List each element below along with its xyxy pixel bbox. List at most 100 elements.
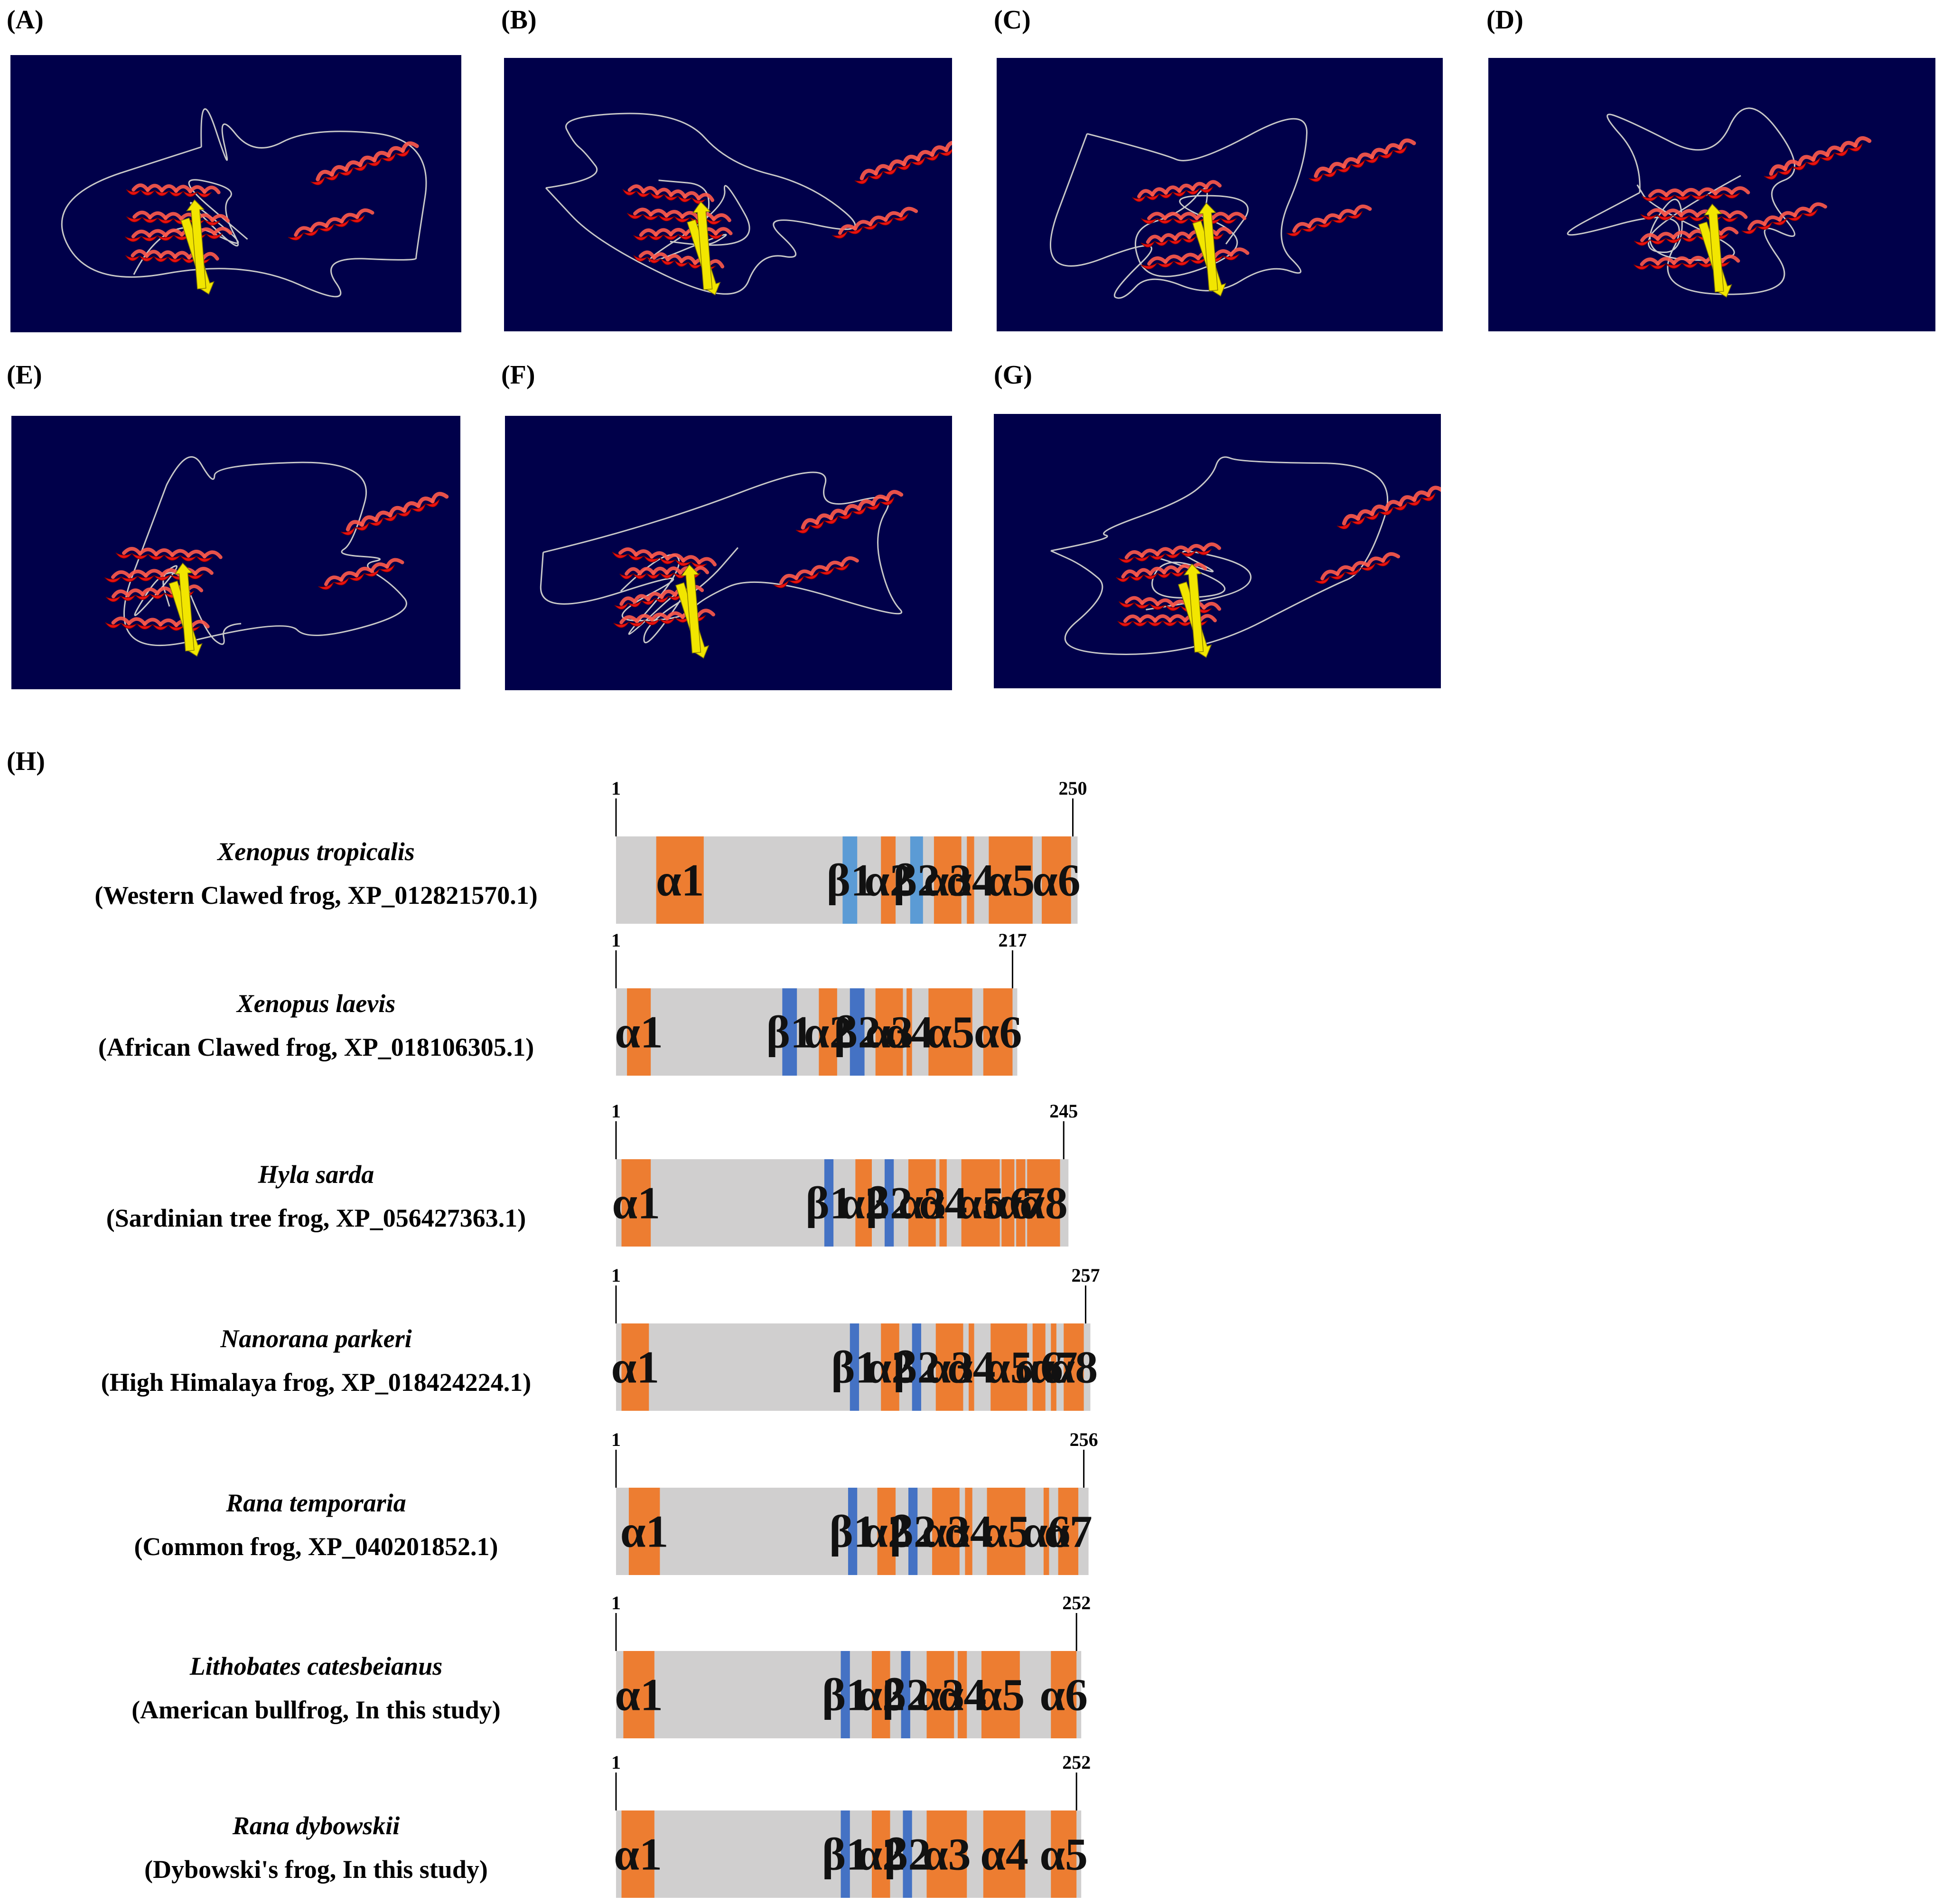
helix-highlight: [697, 193, 715, 202]
helix-highlight: [1648, 189, 1668, 198]
helix-segment: [1043, 1488, 1049, 1575]
segment-label: α4: [980, 1829, 1028, 1880]
helix-segment: [926, 1810, 967, 1898]
structure-render-c: [1049, 118, 1416, 299]
helix-highlight: [1672, 256, 1692, 265]
strand-segment: [910, 836, 923, 924]
strand-arrow: [1198, 202, 1218, 291]
helix-highlight: [147, 229, 168, 238]
helix-turn: [834, 563, 850, 571]
strand-segment: [782, 988, 797, 1076]
helix-highlight: [138, 547, 158, 556]
helix-highlight: [164, 212, 183, 221]
helix-highlight: [1640, 233, 1660, 243]
species-description: (American bullfrog, In this study): [131, 1696, 501, 1724]
segment-label: α4: [947, 1342, 996, 1393]
helix-turn: [705, 218, 722, 225]
segment-label: α4: [938, 1670, 987, 1720]
helix-segment: [939, 1159, 947, 1247]
helix-highlight: [1688, 255, 1708, 265]
helix-highlight: [1793, 206, 1812, 217]
helix-highlight: [127, 617, 147, 626]
helix-highlight: [885, 490, 904, 502]
segment-label: α5: [977, 1670, 1025, 1720]
structure-panel-a: [10, 55, 461, 332]
helix-highlight: [370, 562, 389, 573]
helix-highlight: [1366, 556, 1385, 567]
helix-segment: [1058, 1488, 1079, 1575]
segment-label: α5: [985, 1342, 1033, 1393]
coil-path: [1146, 550, 1252, 610]
segment-label: α3: [916, 1670, 965, 1720]
helix-segment: [1051, 1651, 1077, 1738]
helix-turn: [1421, 492, 1436, 501]
helix-highlight: [697, 557, 717, 567]
helix-highlight: [1292, 222, 1311, 233]
helix-highlight: [210, 214, 230, 223]
segment-label: β1: [827, 855, 874, 906]
sequence-row: Xenopus tropicalis(Western Clawed frog, …: [94, 778, 1087, 924]
helix-highlight: [1322, 213, 1342, 224]
species-description: (Common frog, XP_040201852.1): [134, 1532, 498, 1561]
helix-highlight: [340, 213, 359, 224]
panel-label-e: (E): [7, 360, 42, 390]
ribbon-model: [1050, 456, 1441, 658]
strand-segment: [884, 1159, 894, 1247]
helix-highlight: [810, 565, 829, 576]
helix-segment: [621, 1159, 651, 1247]
ribbon-model: [540, 471, 904, 659]
helix-highlight: [1138, 614, 1157, 623]
helix-highlight: [680, 211, 700, 220]
helix-highlight: [1213, 249, 1233, 259]
helix-turn: [939, 149, 952, 156]
helix-highlight: [1168, 614, 1187, 623]
helix-highlight: [1640, 257, 1660, 266]
helix-highlight: [944, 141, 952, 152]
helix-highlight: [190, 619, 210, 628]
helix-highlight: [1730, 186, 1750, 195]
segment-label: α1: [611, 1342, 660, 1393]
strand-segment: [848, 1488, 858, 1575]
helix-highlight: [1719, 226, 1739, 236]
segment-label: α6: [1015, 1342, 1063, 1393]
helix-highlight: [1426, 486, 1441, 497]
segment-label: α1: [612, 1178, 661, 1229]
helix-highlight: [634, 549, 654, 559]
segment-label: α4: [946, 855, 995, 906]
helix-highlight: [1226, 212, 1247, 220]
panel-label-b: (B): [501, 5, 537, 35]
ribbon-model: [1567, 107, 1872, 298]
helix-highlight: [1337, 209, 1357, 220]
helix-highlight: [1381, 552, 1401, 563]
helix-highlight: [1124, 596, 1144, 605]
helix-highlight: [355, 566, 374, 578]
strand-segment: [824, 1159, 834, 1247]
helix-segment: [983, 988, 1013, 1076]
helix-highlight: [618, 547, 638, 557]
sequence-row: Rana temporaria(Common frog, XP_04020185…: [134, 1429, 1098, 1575]
ribbon-model: [104, 456, 449, 657]
helix-highlight: [339, 571, 359, 582]
helix-highlight: [633, 207, 653, 217]
species-name: Lithobates catesbeianus: [189, 1652, 443, 1680]
segment-label: α7: [997, 1178, 1045, 1229]
panel-label-d: (D): [1486, 5, 1523, 35]
segment-label: α2: [840, 1178, 888, 1229]
panel-label-h: (H): [7, 747, 45, 776]
strand-segment: [903, 1810, 912, 1898]
segment-label: α1: [615, 1670, 663, 1720]
helix-segment: [621, 1323, 649, 1411]
helix-highlight: [650, 612, 669, 622]
helix-turn: [187, 573, 204, 580]
helix-highlight: [294, 226, 313, 237]
species-name: Xenopus laevis: [236, 989, 396, 1018]
helix-turn: [880, 497, 895, 506]
helix-highlight: [681, 555, 701, 565]
strand-arrow: [1183, 563, 1204, 653]
species-description: (Sardinian tree frog, XP_056427363.1): [106, 1204, 526, 1232]
helix-segment: [1051, 1323, 1056, 1411]
helix-turn: [1802, 208, 1818, 217]
helix-highlight: [1171, 545, 1190, 555]
start-label: 1: [611, 1265, 621, 1286]
coil-path: [1567, 107, 1795, 295]
